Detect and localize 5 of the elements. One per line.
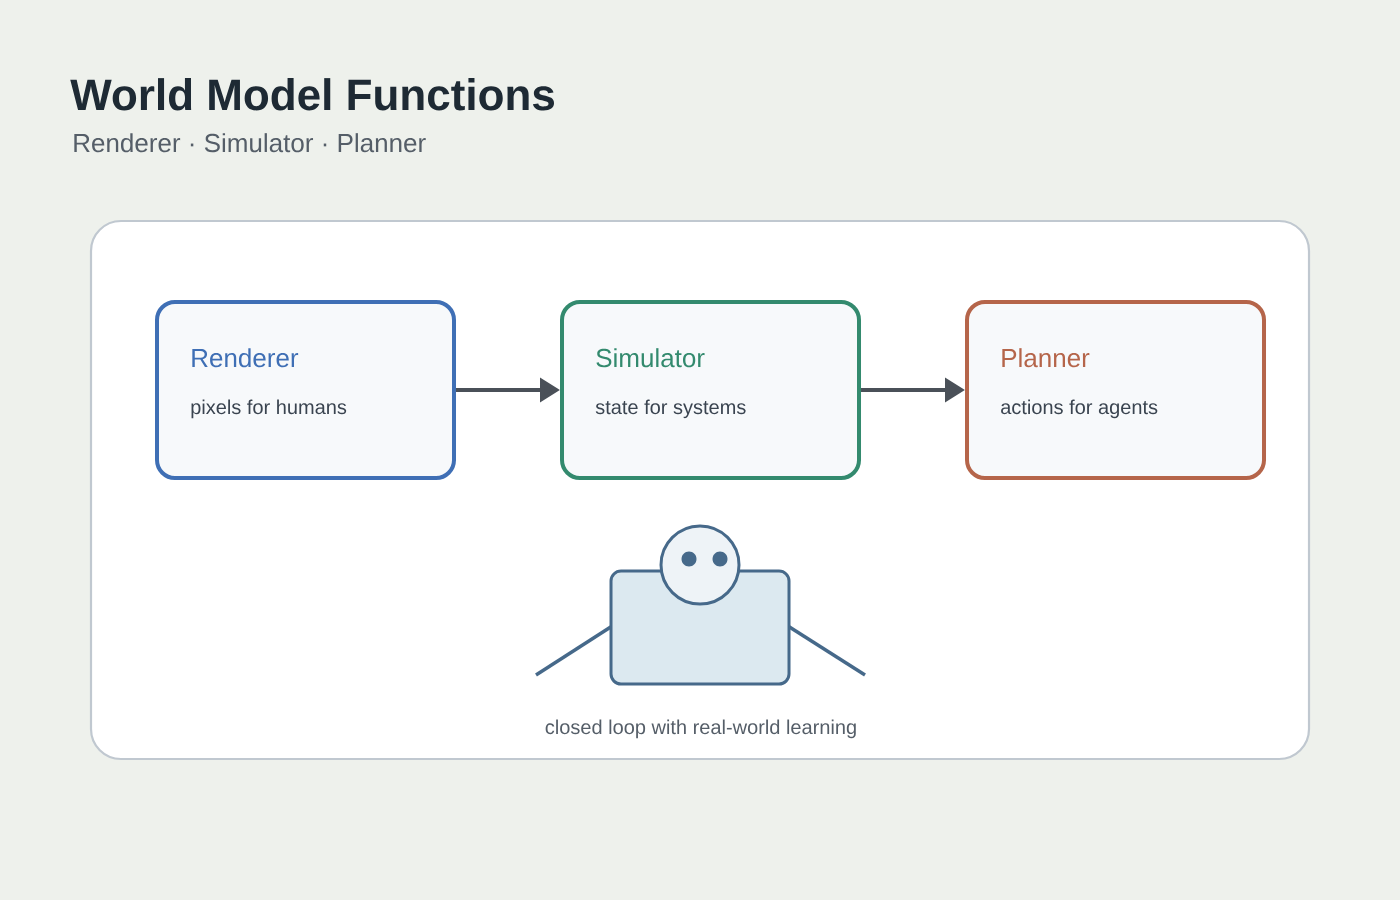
process-box: Renderer pixels for humans — [155, 300, 456, 480]
process-box: Planner actions for agents — [965, 300, 1266, 480]
process-box: Simulator state for systems — [560, 300, 861, 480]
title: World Model Functions — [70, 78, 555, 111]
subtitle: Renderer · Simulator · Planner — [74, 133, 426, 153]
